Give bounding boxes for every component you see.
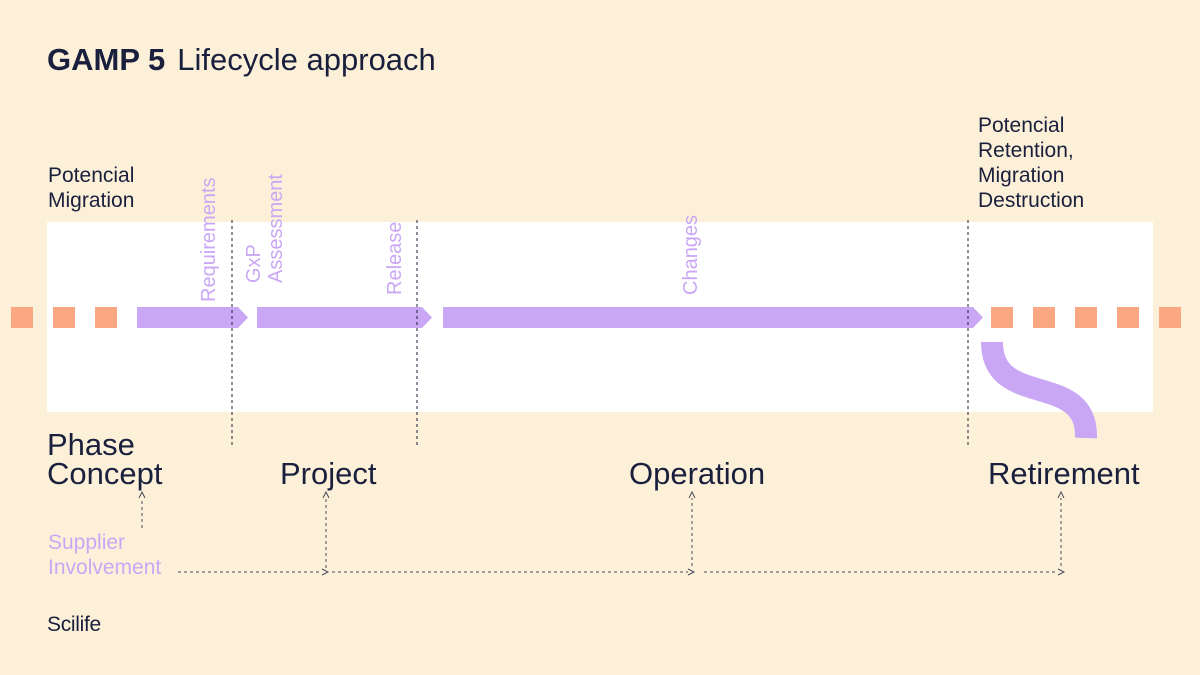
dash-segment — [1033, 307, 1055, 328]
supplier-arrowhead — [1057, 568, 1066, 576]
title-bold: GAMP 5 — [47, 42, 166, 77]
dash-segment — [1117, 307, 1139, 328]
arrow-requirements — [137, 307, 248, 328]
arrow-operation — [443, 307, 983, 328]
dash-segment — [95, 307, 117, 328]
brand-logo: Scilife — [47, 613, 101, 636]
note-retention: Potencial Retention, Migration Destructi… — [978, 114, 1085, 212]
dash-segment — [991, 307, 1013, 328]
milestone-requirements: Requirements — [198, 177, 220, 302]
dash-segment — [11, 307, 33, 328]
phase-project: Project — [280, 456, 377, 491]
phase-retirement: Retirement — [988, 456, 1140, 491]
title-rest: Lifecycle approach — [177, 42, 436, 77]
retirement-curve — [981, 341, 1098, 439]
dash-segment — [53, 307, 75, 328]
supplier-arrowhead — [687, 568, 696, 576]
phase-up-arrowhead — [688, 490, 696, 499]
milestone-gxp-assessment: GxP Assessment — [243, 174, 287, 283]
phase-operation: Operation — [629, 456, 766, 491]
supplier-arrowhead — [321, 568, 330, 576]
supplier-involvement-label: Supplier Involvement — [48, 531, 162, 579]
dash-segment — [1159, 307, 1181, 328]
milestone-changes: Changes — [680, 214, 702, 295]
dash-segment — [1075, 307, 1097, 328]
phase-up-arrowhead — [138, 490, 146, 499]
arrow-project — [257, 307, 432, 328]
note-potential-migration: Potencial Migration — [48, 164, 135, 212]
page-title: GAMP 5 Lifecycle approach — [47, 42, 436, 78]
phase-up-arrowhead — [322, 490, 330, 499]
phase-up-arrowhead — [1057, 490, 1065, 499]
phase-concept: Phase Concept — [47, 427, 163, 491]
milestone-release: Release — [384, 221, 406, 295]
